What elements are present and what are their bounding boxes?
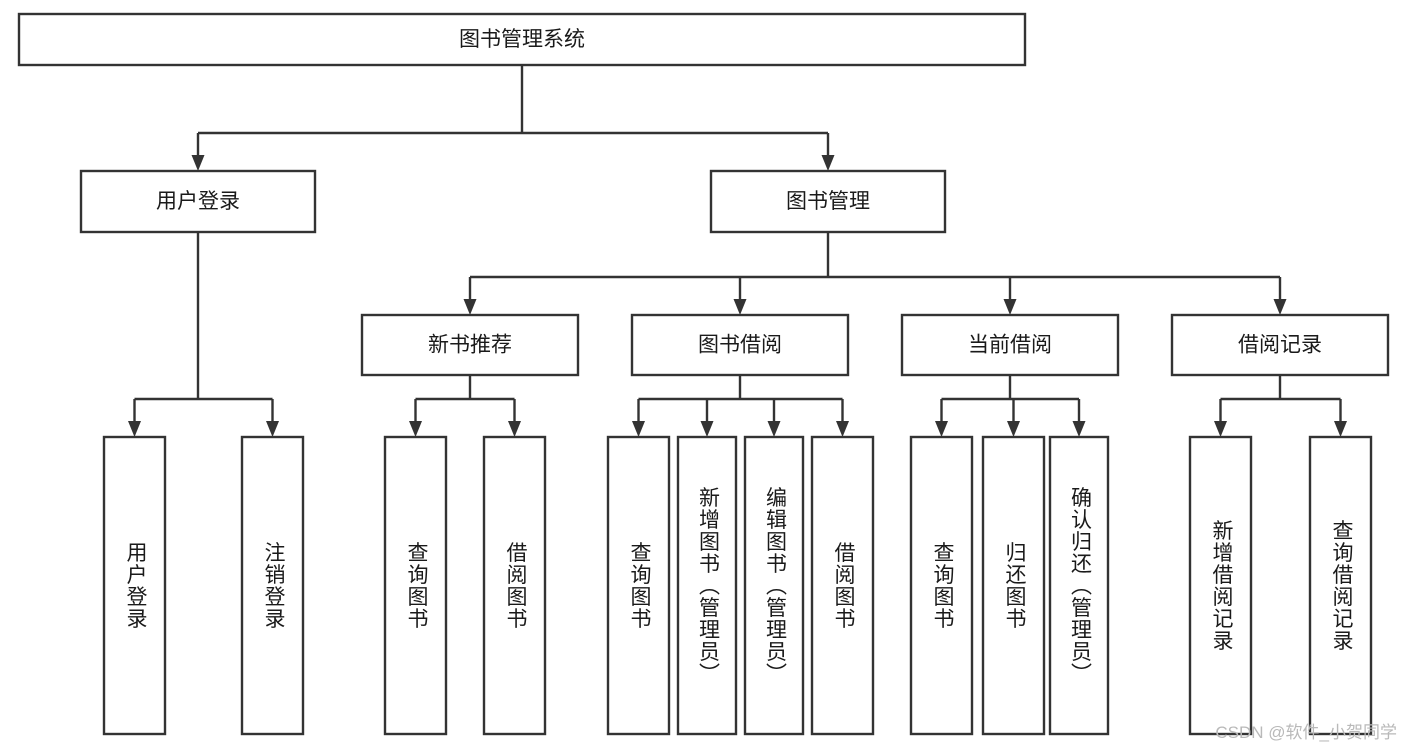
node-layer: 图书管理系统用户登录图书管理新书推荐图书借阅当前借阅借阅记录用户登录注销登录查询…	[17, 12, 1390, 736]
connector-layer	[128, 65, 1347, 437]
borrow-record-to-leaves	[1214, 375, 1347, 437]
node-box-leaf-user-login[interactable]	[102, 435, 167, 736]
root-to-level1	[191, 65, 835, 171]
node-label-leaf-add-book: 新增图书（管理员）	[696, 487, 720, 685]
node-label-borrow-record: 借阅记录	[1238, 334, 1322, 357]
node-label-book-manage: 图书管理	[786, 190, 870, 213]
node-leaf-add-book[interactable]: 新增图书（管理员）	[676, 435, 738, 736]
node-box-leaf-borrow-book-1[interactable]	[482, 435, 547, 736]
node-leaf-query-book-2[interactable]: 查询图书	[606, 435, 671, 736]
node-box-leaf-logout[interactable]	[240, 435, 305, 736]
node-leaf-return-book[interactable]: 归还图书	[981, 435, 1046, 736]
node-box-book-manage[interactable]	[709, 169, 947, 234]
node-leaf-user-login[interactable]: 用户登录	[102, 435, 167, 736]
node-user-login[interactable]: 用户登录	[79, 169, 317, 234]
node-borrow-record[interactable]: 借阅记录	[1170, 313, 1390, 377]
node-box-new-book-rec[interactable]	[360, 313, 580, 377]
node-label-leaf-query-record: 查询借阅记录	[1330, 520, 1354, 652]
new-book-rec-to-leaves	[409, 375, 521, 437]
node-label-current-borrow: 当前借阅	[968, 334, 1052, 357]
node-label-leaf-query-book-2: 查询图书	[628, 542, 652, 630]
book-manage-to-level2	[463, 232, 1287, 315]
node-label-leaf-confirm-return: 确认归还（管理员）	[1068, 487, 1092, 685]
node-box-leaf-query-record[interactable]	[1308, 435, 1373, 736]
node-box-leaf-add-record[interactable]	[1188, 435, 1253, 736]
node-label-leaf-add-record: 新增借阅记录	[1210, 520, 1234, 652]
node-box-leaf-query-book-1[interactable]	[383, 435, 448, 736]
node-box-leaf-edit-book[interactable]	[743, 435, 805, 736]
node-leaf-logout[interactable]: 注销登录	[240, 435, 305, 736]
node-box-current-borrow[interactable]	[900, 313, 1120, 377]
node-box-book-borrow[interactable]	[630, 313, 850, 377]
book-borrow-to-leaves	[632, 375, 849, 437]
node-label-leaf-logout: 注销登录	[262, 542, 286, 630]
node-leaf-query-book-1[interactable]: 查询图书	[383, 435, 448, 736]
node-label-leaf-edit-book: 编辑图书（管理员）	[763, 487, 787, 685]
node-current-borrow[interactable]: 当前借阅	[900, 313, 1120, 377]
node-label-leaf-borrow-book-1: 借阅图书	[504, 542, 528, 630]
node-box-borrow-record[interactable]	[1170, 313, 1390, 377]
node-box-leaf-confirm-return[interactable]	[1048, 435, 1110, 736]
node-label-leaf-borrow-book-2: 借阅图书	[832, 542, 856, 630]
node-leaf-query-record[interactable]: 查询借阅记录	[1308, 435, 1373, 736]
current-borrow-to-leaves	[935, 375, 1086, 437]
node-label-user-login: 用户登录	[156, 190, 240, 213]
node-book-borrow[interactable]: 图书借阅	[630, 313, 850, 377]
node-root[interactable]: 图书管理系统	[17, 12, 1027, 67]
node-book-manage[interactable]: 图书管理	[709, 169, 947, 234]
node-box-root[interactable]	[17, 12, 1027, 67]
node-leaf-edit-book[interactable]: 编辑图书（管理员）	[743, 435, 805, 736]
node-label-book-borrow: 图书借阅	[698, 334, 782, 357]
node-label-leaf-query-book-3: 查询图书	[931, 542, 955, 630]
node-label-leaf-query-book-1: 查询图书	[405, 542, 429, 630]
user-login-to-leaves	[128, 232, 279, 437]
node-leaf-borrow-book-2[interactable]: 借阅图书	[810, 435, 875, 736]
node-label-leaf-return-book: 归还图书	[1003, 542, 1027, 630]
node-label-root: 图书管理系统	[459, 28, 585, 51]
node-leaf-query-book-3[interactable]: 查询图书	[909, 435, 974, 736]
node-box-user-login[interactable]	[79, 169, 317, 234]
node-leaf-add-record[interactable]: 新增借阅记录	[1188, 435, 1253, 736]
node-label-leaf-user-login: 用户登录	[124, 542, 148, 630]
node-box-leaf-query-book-2[interactable]	[606, 435, 671, 736]
node-leaf-confirm-return[interactable]: 确认归还（管理员）	[1048, 435, 1110, 736]
node-box-leaf-borrow-book-2[interactable]	[810, 435, 875, 736]
node-new-book-rec[interactable]: 新书推荐	[360, 313, 580, 377]
node-box-leaf-return-book[interactable]	[981, 435, 1046, 736]
node-box-leaf-add-book[interactable]	[676, 435, 738, 736]
node-label-new-book-rec: 新书推荐	[428, 334, 512, 357]
node-leaf-borrow-book-1[interactable]: 借阅图书	[482, 435, 547, 736]
node-box-leaf-query-book-3[interactable]	[909, 435, 974, 736]
